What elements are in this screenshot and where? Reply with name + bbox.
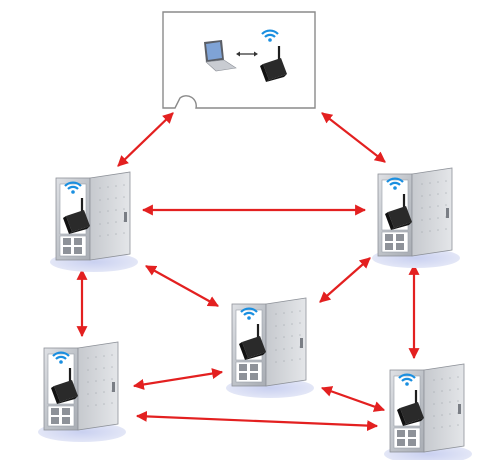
link-bottomleft-center bbox=[132, 368, 224, 390]
link-room-topleft bbox=[117, 112, 174, 167]
link-topright-center bbox=[319, 257, 371, 303]
connections bbox=[76, 112, 420, 432]
control-room bbox=[162, 11, 316, 109]
link-center-bottomright bbox=[320, 386, 386, 412]
cabinet-bottom-right bbox=[383, 363, 473, 460]
cabinet-bottom-left bbox=[37, 341, 127, 443]
cabinet-top-left bbox=[49, 171, 139, 273]
link-bottomleft-bottomright bbox=[135, 410, 379, 432]
link-topleft-center bbox=[145, 265, 219, 307]
laptop-icon bbox=[204, 40, 237, 72]
link-room-topright bbox=[321, 112, 386, 163]
cabinet-center bbox=[225, 297, 315, 399]
link-double-arrow bbox=[236, 51, 258, 57]
cabinet-top-right bbox=[371, 167, 461, 269]
